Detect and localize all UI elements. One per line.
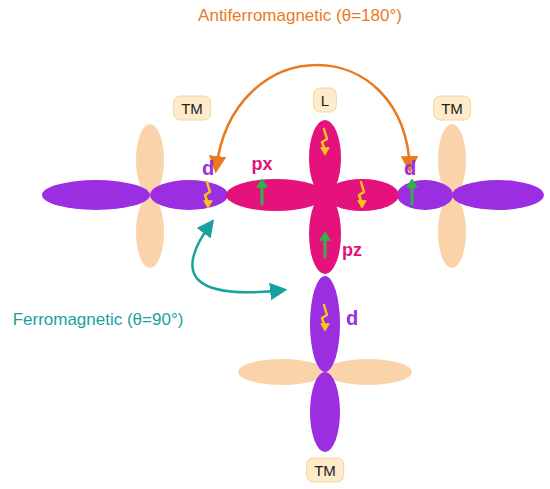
spin-down-arrow xyxy=(358,182,366,208)
left-tm-orbital xyxy=(42,124,228,268)
right-tm-orbital xyxy=(397,124,544,268)
tm-lobe xyxy=(238,359,326,385)
antiferromagnetic-arrow xyxy=(216,65,410,170)
ferromagnetic-arrow xyxy=(192,222,284,292)
spin-up-arrow xyxy=(320,232,330,257)
spin-down-arrow xyxy=(321,129,329,155)
atom-label-box: TM xyxy=(173,96,211,121)
atom-label: TM xyxy=(181,100,203,117)
bottom-tm-orbital xyxy=(238,276,412,452)
d-lobe xyxy=(310,372,340,452)
spin-down-arrow xyxy=(321,305,329,331)
orbital-label: d xyxy=(346,307,358,330)
p-lobe xyxy=(226,179,326,211)
d-lobe xyxy=(150,180,228,210)
atom-label-box: TM xyxy=(433,96,471,121)
orbital-label: px xyxy=(251,154,272,175)
d-lobe xyxy=(452,180,544,210)
spin-down-arrow xyxy=(204,182,212,208)
exchange-label: Antiferromagnetic (θ=180°) xyxy=(198,6,402,26)
tm-lobe xyxy=(324,359,412,385)
atom-label-box: TM xyxy=(306,458,344,483)
atom-label: TM xyxy=(314,462,336,479)
atom-label: L xyxy=(321,92,329,109)
ligand-p-orbital xyxy=(226,120,399,274)
tm-lobe xyxy=(136,196,164,268)
atom-label-box: L xyxy=(313,88,337,113)
spin-up-arrow xyxy=(257,179,267,204)
orbital-label: pz xyxy=(342,240,362,261)
orbital-label: d xyxy=(404,157,416,180)
p-lobe xyxy=(309,120,341,196)
atom-label: TM xyxy=(441,100,463,117)
orbital-label: d xyxy=(202,157,214,180)
exchange-label: Ferromagnetic (θ=90°) xyxy=(13,310,184,330)
d-lobe xyxy=(397,180,453,210)
d-lobe xyxy=(42,180,150,210)
p-lobe xyxy=(309,194,341,274)
spin-up-arrow xyxy=(407,179,417,204)
d-lobe xyxy=(310,276,340,372)
